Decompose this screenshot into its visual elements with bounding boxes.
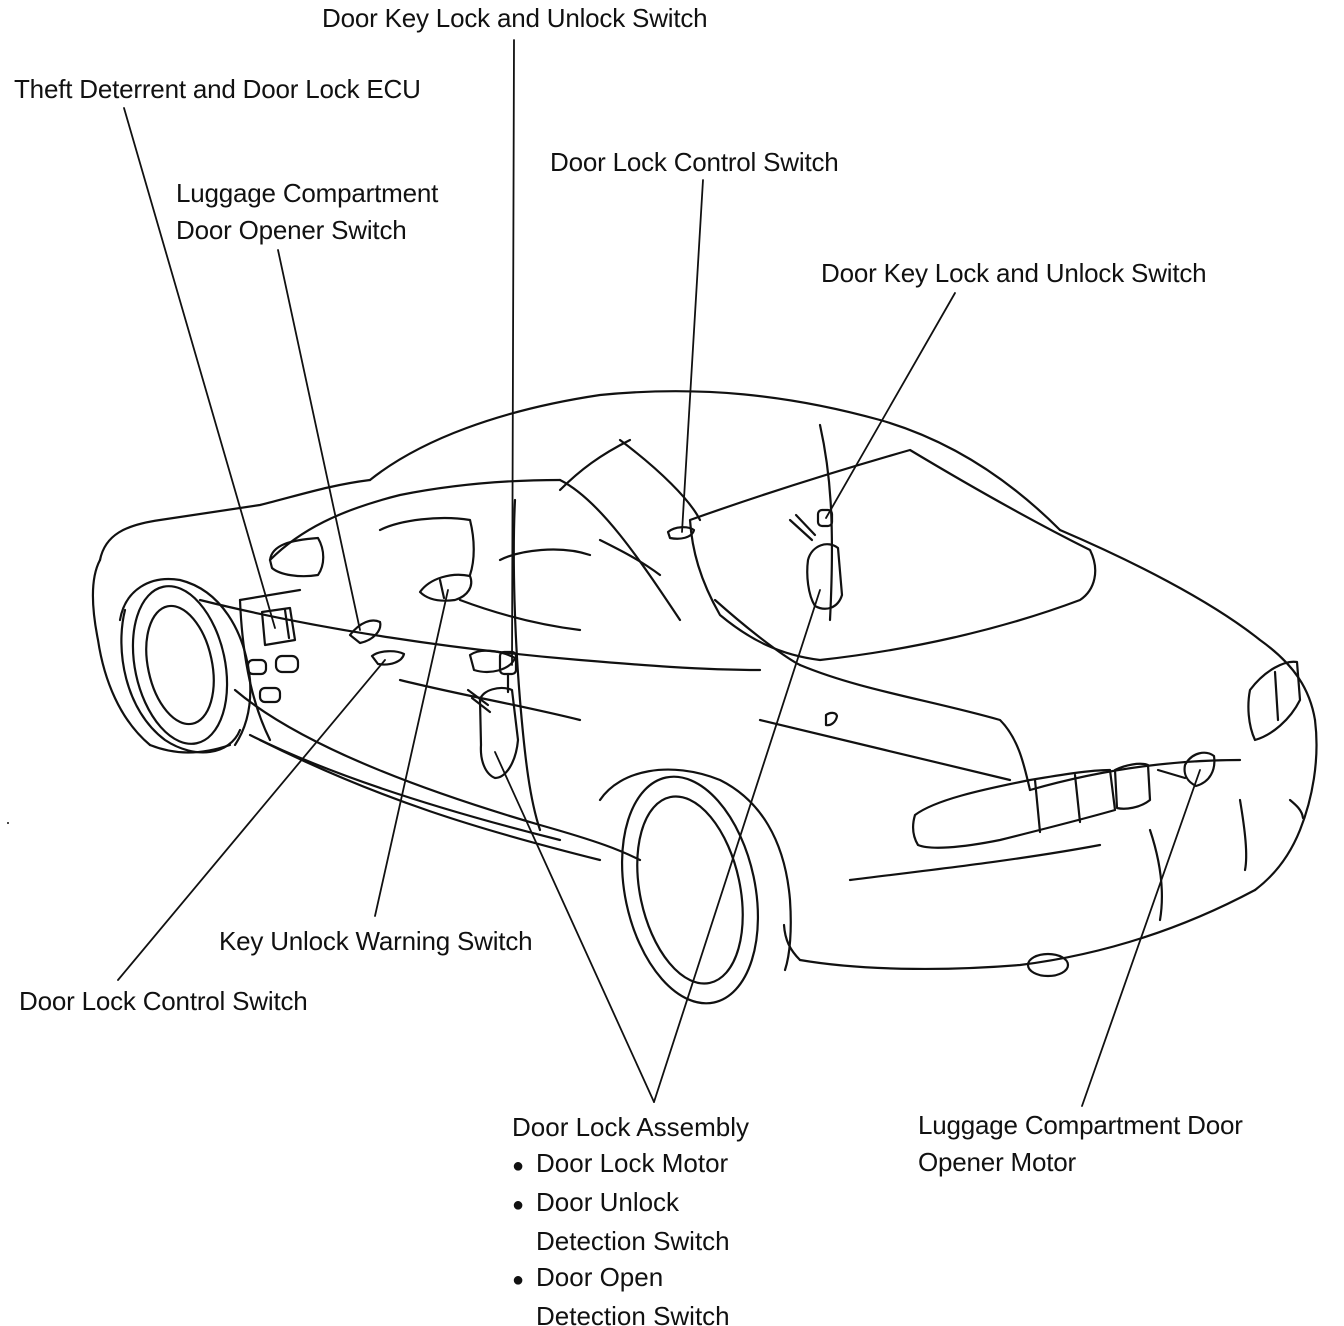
label-door-lock-control-top: Door Lock Control Switch	[550, 147, 839, 177]
door-lock-assembly-item-open: Door Open	[512, 1259, 749, 1298]
ecu-box	[260, 606, 297, 647]
car-body	[91, 390, 1318, 1005]
leader-theft-ecu	[123, 107, 276, 629]
door-lock-motor-text: Door Lock Motor	[536, 1148, 729, 1178]
label-door-key-switch-top: Door Key Lock and Unlock Switch	[322, 3, 708, 33]
door-open-detection-text: Detection Switch	[536, 1301, 730, 1326]
door-open-text: Door Open	[536, 1262, 664, 1292]
door-unlock-detection-text: Detection Switch	[536, 1226, 730, 1256]
label-key-unlock-warning: Key Unlock Warning Switch	[219, 926, 533, 956]
label-door-lock-assembly: Door Lock Assembly Door Lock Motor Door …	[512, 1109, 749, 1326]
leader-door-lock-assembly-front	[494, 751, 655, 1103]
leader-key-unlock-warning	[374, 589, 449, 917]
components	[246, 508, 1216, 788]
door-lock-assembly-item-motor: Door Lock Motor	[512, 1145, 749, 1184]
label-luggage-opener-motor-line1: Luggage Compartment Door	[918, 1110, 1243, 1140]
leader-door-key-switch-right	[825, 292, 956, 519]
label-door-lock-control-bottom: Door Lock Control Switch	[19, 986, 308, 1016]
label-luggage-opener-motor-line2: Opener Motor	[918, 1147, 1077, 1177]
leader-door-lock-assembly-rear	[653, 589, 821, 1103]
leader-lines	[117, 39, 1201, 1107]
label-theft-ecu: Theft Deterrent and Door Lock ECU	[14, 74, 421, 104]
leader-door-key-switch-top	[511, 39, 515, 666]
label-door-key-switch-right: Door Key Lock and Unlock Switch	[821, 258, 1207, 288]
leader-luggage-opener-motor	[1081, 769, 1201, 1107]
door-unlock-text: Door Unlock	[536, 1187, 680, 1217]
leader-door-lock-control-bottom	[117, 659, 386, 981]
leader-door-lock-control-top	[681, 179, 704, 533]
leader-luggage-opener-switch	[277, 249, 361, 631]
door-lock-assembly-title: Door Lock Assembly	[512, 1112, 749, 1142]
label-luggage-opener-switch-line1: Luggage Compartment	[176, 178, 439, 208]
label-luggage-opener-switch-line2: Door Opener Switch	[176, 215, 407, 245]
door-lock-assembly-item-unlock: Door Unlock	[512, 1184, 749, 1223]
